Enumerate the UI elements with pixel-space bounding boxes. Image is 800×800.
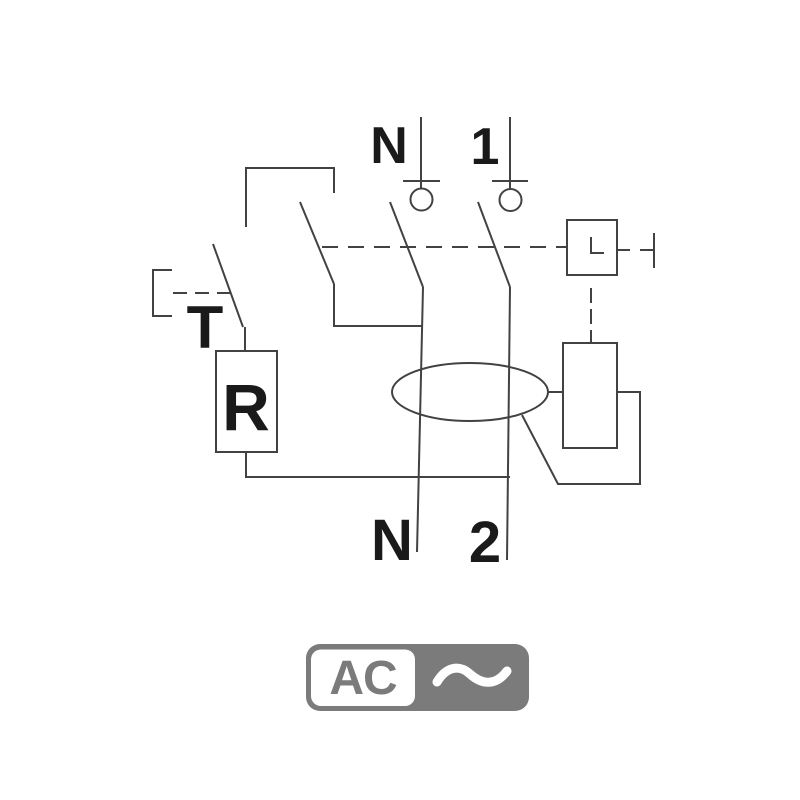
terminal-2-bottom-label: 2 [469, 510, 501, 575]
sine-wave-icon [432, 663, 512, 687]
test-button-label: T [187, 294, 224, 361]
switch-blade-n [389, 201, 424, 288]
pole-n [389, 201, 424, 553]
test-button-symbol [152, 269, 172, 317]
test-link-switch-blade [299, 201, 335, 285]
test-supply-bracket [245, 167, 335, 227]
ac-badge-label-plate [311, 649, 415, 706]
trip-coil-return-wire [521, 391, 641, 485]
actuator-box [566, 219, 618, 276]
current-transformer [391, 342, 641, 485]
test-link-connector [333, 284, 423, 327]
terminal-n-top-label: N [370, 117, 408, 175]
terminal-n-top: N [370, 117, 440, 212]
trip-coil-box [562, 342, 618, 449]
bottom-terminals: N 2 [371, 508, 501, 575]
test-circuit: T R [152, 167, 510, 478]
test-switch-blade [212, 243, 244, 328]
terminal-circle-n [409, 187, 434, 212]
ct-torus-ellipse [391, 362, 549, 422]
ac-badge-label: AC [329, 652, 397, 705]
pole-1 [477, 201, 511, 561]
terminal-n-bottom-label: N [371, 508, 413, 573]
switch-blade-1 [477, 201, 511, 288]
terminal-circle-1 [498, 188, 523, 212]
terminal-1-top: 1 [471, 117, 528, 212]
ac-type-badge: AC [306, 644, 529, 711]
actuator-contact-icon [590, 237, 604, 254]
test-return-wire [245, 452, 510, 478]
pole-conductor-2 [506, 286, 511, 561]
terminal-1-top-label: 1 [471, 118, 500, 176]
trip-mechanism [322, 219, 655, 343]
resistor-label: R [222, 370, 270, 444]
pole-conductor-n [416, 286, 424, 553]
